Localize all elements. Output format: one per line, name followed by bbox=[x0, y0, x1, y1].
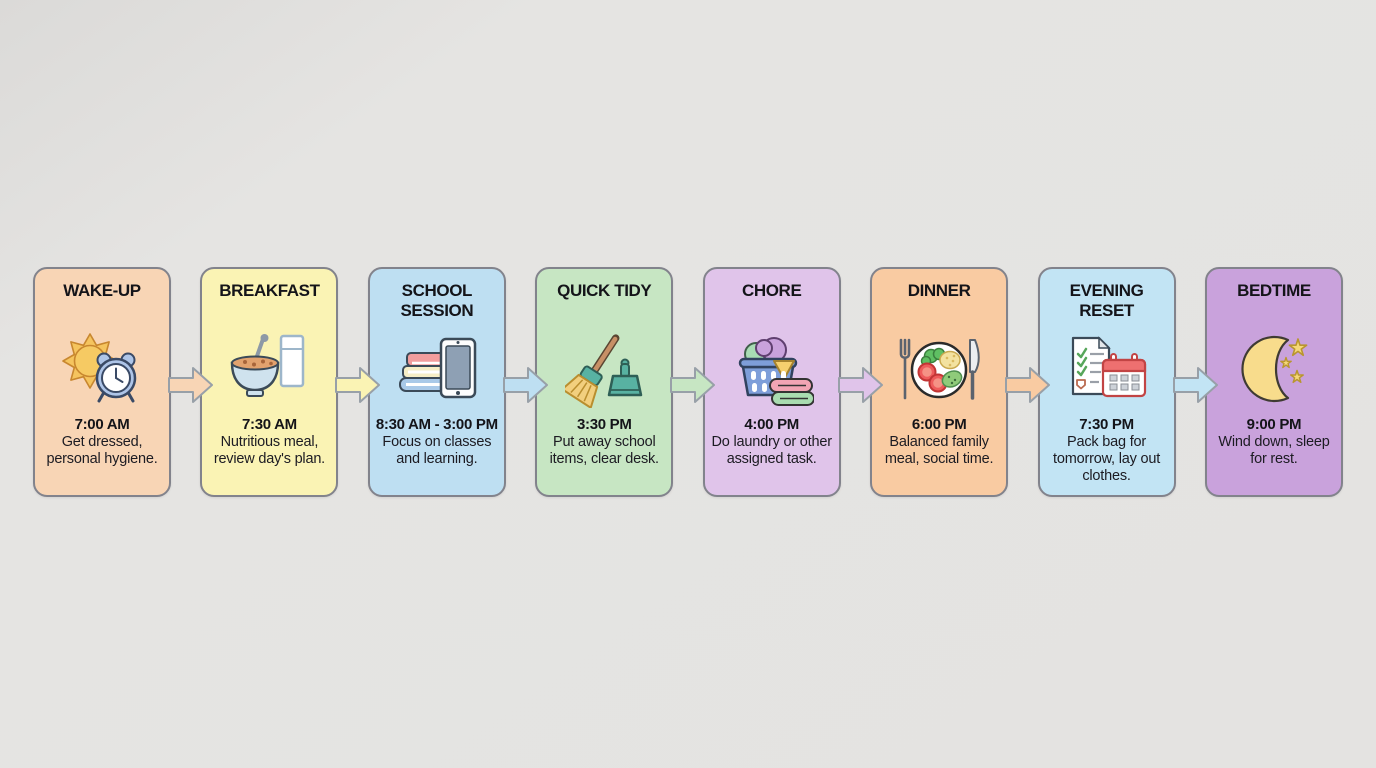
card-title: BEDTIME bbox=[1237, 281, 1311, 300]
routine-card-school-session: SCHOOL SESSION 8:30 AM - 3:00 PM Focus o… bbox=[367, 267, 548, 497]
broom-dustpan-icon bbox=[565, 325, 643, 413]
flow-arrow-right-icon bbox=[168, 364, 214, 406]
flow-arrow-right-icon bbox=[335, 364, 381, 406]
routine-card-dinner: DINNER bbox=[870, 267, 1051, 497]
card-description: Nutritious meal, review day's plan. bbox=[213, 434, 326, 467]
sun-alarm-clock-icon bbox=[60, 325, 144, 413]
card-title: QUICK TIDY bbox=[557, 281, 652, 300]
card-description: Focus on classes and learning. bbox=[382, 434, 492, 467]
flow-arrow-right-icon bbox=[1172, 364, 1219, 406]
card-description: Get dressed, personal hygiene. bbox=[46, 434, 158, 467]
card-title: BREAKFAST bbox=[219, 281, 320, 300]
routine-card-chore: CHORE bbox=[702, 267, 883, 497]
routine-card-quick-tidy: QUICK TIDY bbox=[535, 267, 716, 497]
card-time: 9:00 PM bbox=[1246, 416, 1302, 433]
moon-stars-icon bbox=[1234, 325, 1314, 413]
card-title: DINNER bbox=[907, 281, 971, 300]
card-description: Do laundry or other assigned task. bbox=[711, 434, 833, 467]
card-title: CHORE bbox=[741, 281, 802, 300]
card-title: SCHOOL SESSION bbox=[400, 281, 474, 321]
flow-arrow-right-icon bbox=[1005, 364, 1051, 406]
flow-arrow-right-icon bbox=[502, 364, 549, 406]
dinner-plate-cutlery-icon bbox=[895, 325, 983, 413]
card-description: Pack bag for tomorrow, lay out clothes. bbox=[1053, 434, 1161, 484]
books-tablet-icon bbox=[397, 325, 477, 413]
card-time: 4:00 PM bbox=[744, 416, 799, 433]
flow-arrow-right-icon bbox=[837, 364, 884, 406]
routine-timeline-row: WAKE-UP 7:00 AM Get dressed, personal hy… bbox=[33, 267, 1343, 497]
routine-card-bedtime: BEDTIME 9:00 PM Wind down, sleep for res… bbox=[1204, 267, 1343, 497]
card-description: Put away school items, clear desk. bbox=[549, 434, 659, 467]
laundry-basket-towels-icon bbox=[730, 325, 814, 413]
card-description: Balanced family meal, social time. bbox=[884, 434, 994, 467]
routine-card-breakfast: BREAKFAST 7:30 AM Nutritious meal, bbox=[200, 267, 381, 497]
card-time: 6:00 PM bbox=[911, 416, 967, 433]
cereal-bowl-milk-icon bbox=[229, 325, 309, 413]
card-time: 7:30 PM bbox=[1079, 416, 1134, 433]
card-time: 7:00 AM bbox=[74, 416, 130, 433]
card-description: Wind down, sleep for rest. bbox=[1218, 434, 1330, 467]
routine-card-wake-up: WAKE-UP 7:00 AM Get dressed, personal hy… bbox=[33, 267, 213, 497]
card-title: EVENING RESET bbox=[1069, 281, 1144, 321]
routine-card-evening-reset: EVENING RESET bbox=[1037, 267, 1218, 497]
card-time: 8:30 AM - 3:00 PM bbox=[375, 416, 498, 433]
flow-arrow-right-icon bbox=[670, 364, 716, 406]
card-time: 7:30 AM bbox=[241, 416, 297, 433]
card-title: WAKE-UP bbox=[63, 281, 141, 300]
checklist-calendar-icon bbox=[1065, 325, 1149, 413]
card-time: 3:30 PM bbox=[576, 416, 632, 433]
